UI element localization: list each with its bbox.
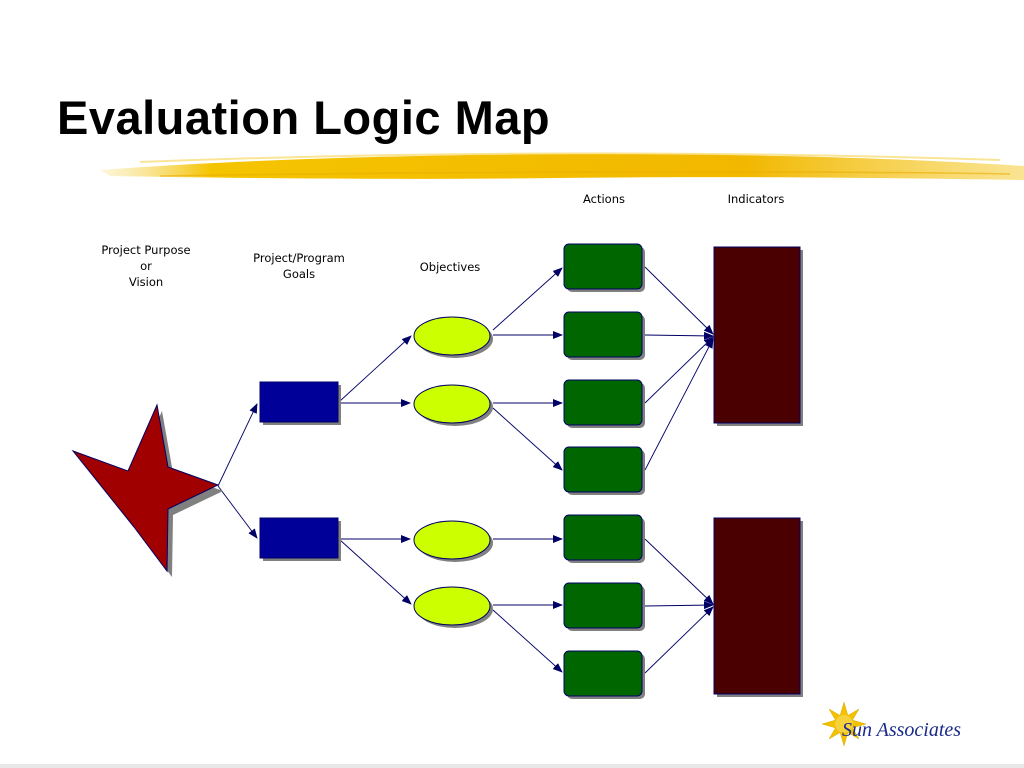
company-logo-text: Sun Associates bbox=[842, 719, 962, 741]
arrow-action6-to-indicator2 bbox=[644, 601, 714, 610]
action-box-1 bbox=[563, 243, 645, 292]
goals-label: Project/Program Goals bbox=[253, 251, 345, 281]
purpose-label: Project Purpose or Vision bbox=[101, 243, 191, 289]
goal-box-1 bbox=[259, 381, 341, 425]
action-box-5 bbox=[563, 514, 645, 563]
goal-box-2 bbox=[259, 517, 341, 561]
objective-ellipse-2 bbox=[413, 384, 493, 426]
objective-ellipse-1 bbox=[413, 316, 493, 358]
action-box-2 bbox=[563, 311, 645, 360]
arrow-action4-to-indicator1 bbox=[644, 338, 714, 471]
indicators-label: Indicators bbox=[727, 192, 785, 206]
action-box-7 bbox=[563, 650, 645, 699]
action-box-4 bbox=[563, 446, 645, 495]
arrow-objective1-to-action1 bbox=[492, 267, 563, 331]
bottom-divider bbox=[0, 764, 1024, 768]
arrow-action3-to-indicator1 bbox=[644, 336, 714, 404]
arrow-purpose-to-goal-1 bbox=[217, 403, 258, 487]
indicator-box-2 bbox=[713, 517, 803, 697]
indicator-box-1 bbox=[713, 246, 803, 426]
action-box-3 bbox=[563, 379, 645, 428]
arrow-purpose-to-goal-2 bbox=[217, 485, 258, 539]
action-box-6 bbox=[563, 582, 645, 631]
title-highlight-stroke bbox=[100, 152, 1024, 180]
arrow-objective4-to-action7 bbox=[492, 609, 563, 673]
actions-label: Actions bbox=[582, 192, 625, 206]
slide-title: Evaluation Logic Map bbox=[57, 91, 551, 144]
purpose-star bbox=[71, 403, 223, 577]
arrow-action2-to-indicator1 bbox=[644, 331, 714, 340]
sun-logo-icon bbox=[821, 701, 867, 747]
objectives-label: Objectives bbox=[419, 260, 481, 274]
arrow-action7-to-indicator2 bbox=[644, 606, 714, 674]
arrow-goal2-to-objective4 bbox=[339, 539, 412, 605]
arrow-goal1-to-objective1 bbox=[339, 335, 412, 402]
arrow-objective2-to-action4 bbox=[492, 407, 563, 471]
objective-ellipse-4 bbox=[413, 586, 493, 628]
objective-ellipse-3 bbox=[413, 520, 493, 562]
arrow-action5-to-indicator2 bbox=[644, 538, 714, 605]
arrow-action1-to-indicator1 bbox=[644, 266, 714, 335]
